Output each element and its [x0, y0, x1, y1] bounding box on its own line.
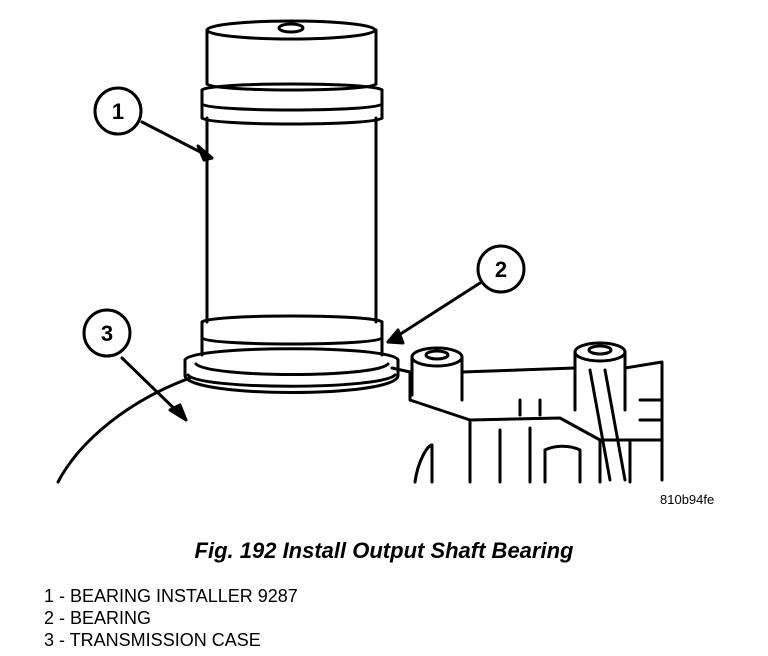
bearing	[183, 358, 400, 394]
callout-1-number: 1	[112, 99, 124, 124]
callout-1-circle	[93, 86, 143, 136]
legend-item: 1 - BEARING INSTALLER 9287	[44, 586, 298, 606]
callout-2-circle	[476, 244, 526, 294]
case-boss-left	[410, 356, 464, 402]
legend-item: 3 - TRANSMISSION CASE	[44, 630, 261, 650]
callout-2-leader	[386, 281, 482, 344]
callout-3-circle	[82, 308, 132, 358]
figure-caption: Fig. 192 Install Output Shaft Bearing	[194, 538, 574, 563]
bearing-install-illustration: 1 2 3	[56, 19, 664, 484]
callout-2-number: 2	[495, 257, 507, 282]
legend-item: 2 - BEARING	[44, 608, 152, 628]
case-boss-right	[573, 350, 627, 412]
transmission-case	[56, 376, 192, 484]
image-reference-code: 810b94fe	[660, 492, 715, 507]
callout-3-number: 3	[101, 321, 113, 346]
legend: 1 - BEARING INSTALLER 9287 2 - BEARING 3…	[44, 585, 298, 651]
